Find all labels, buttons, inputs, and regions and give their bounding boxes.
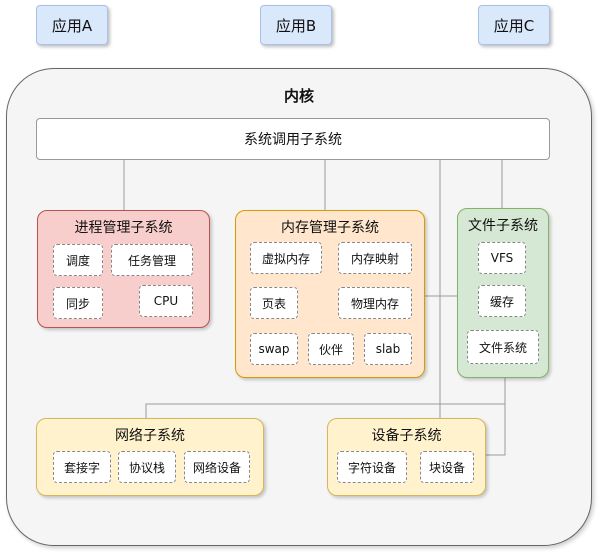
process-item-label: 调度 [65, 253, 90, 268]
memory-item-buddy: 伙伴 [308, 333, 354, 365]
network-item-label: 协议栈 [128, 460, 165, 475]
memory-title: 内存管理子系统 [281, 220, 379, 236]
memory-item-label: swap [258, 342, 290, 356]
memory-item-page-table: 页表 [250, 287, 298, 319]
file-item-label: 缓存 [489, 294, 514, 309]
app-a: 应用A [36, 5, 108, 45]
memory-item-label: 伙伴 [318, 342, 343, 357]
device-title: 设备子系统 [371, 428, 442, 444]
file-item-label: 文件系统 [478, 340, 527, 355]
memory-item-memory-map: 内存映射 [338, 242, 412, 274]
device-item-char-device: 字符设备 [337, 451, 407, 483]
device-item-block-device: 块设备 [420, 451, 474, 483]
memory-item-label: 页表 [261, 296, 286, 311]
process-title: 进程管理子系统 [74, 220, 173, 236]
process-item-label: 同步 [65, 296, 90, 311]
line-file-network [145, 378, 506, 418]
app-c-label: 应用C [493, 16, 535, 35]
app-b: 应用B [260, 5, 332, 45]
process-item-cpu: CPU [139, 285, 193, 317]
memory-item-label: slab [375, 342, 401, 356]
syscall-label: 系统调用子系统 [244, 132, 342, 148]
file-item-cache: 缓存 [478, 285, 526, 317]
network-item-network-device: 网络设备 [184, 451, 250, 483]
syscall-subsystem: 系统调用子系统 [36, 118, 550, 160]
line-file-device [486, 404, 506, 456]
device-item-label: 字符设备 [347, 460, 396, 475]
memory-item-label: 物理内存 [350, 296, 399, 311]
file-title: 文件子系统 [468, 218, 538, 234]
memory-item-physical-memory: 物理内存 [338, 287, 412, 319]
process-item-task-management: 任务管理 [111, 244, 193, 276]
file-item-filesystem: 文件系统 [467, 330, 539, 364]
process-item-label: 任务管理 [127, 253, 176, 268]
network-item-socket: 套接字 [53, 451, 111, 483]
network-item-label: 套接字 [63, 460, 100, 475]
process-item-sync: 同步 [53, 287, 103, 319]
memory-item-label: 虚拟内存 [261, 251, 310, 266]
memory-item-virtual-memory: 虚拟内存 [250, 242, 322, 274]
network-item-label: 网络设备 [192, 460, 241, 475]
kernel-title: 内核 [283, 87, 314, 105]
memory-item-slab: slab [364, 333, 412, 365]
memory-item-swap: swap [250, 333, 298, 365]
network-title: 网络子系统 [115, 428, 185, 444]
file-item-vfs: VFS [478, 242, 526, 274]
process-item-label: CPU [153, 294, 179, 308]
process-item-schedule: 调度 [53, 244, 103, 276]
app-c: 应用C [478, 5, 550, 45]
app-b-label: 应用B [275, 16, 317, 35]
memory-item-label: 内存映射 [350, 251, 399, 266]
network-item-protocol-stack: 协议栈 [118, 451, 176, 483]
app-a-label: 应用A [51, 16, 93, 35]
file-item-label: VFS [490, 251, 514, 265]
device-item-label: 块设备 [428, 460, 465, 475]
